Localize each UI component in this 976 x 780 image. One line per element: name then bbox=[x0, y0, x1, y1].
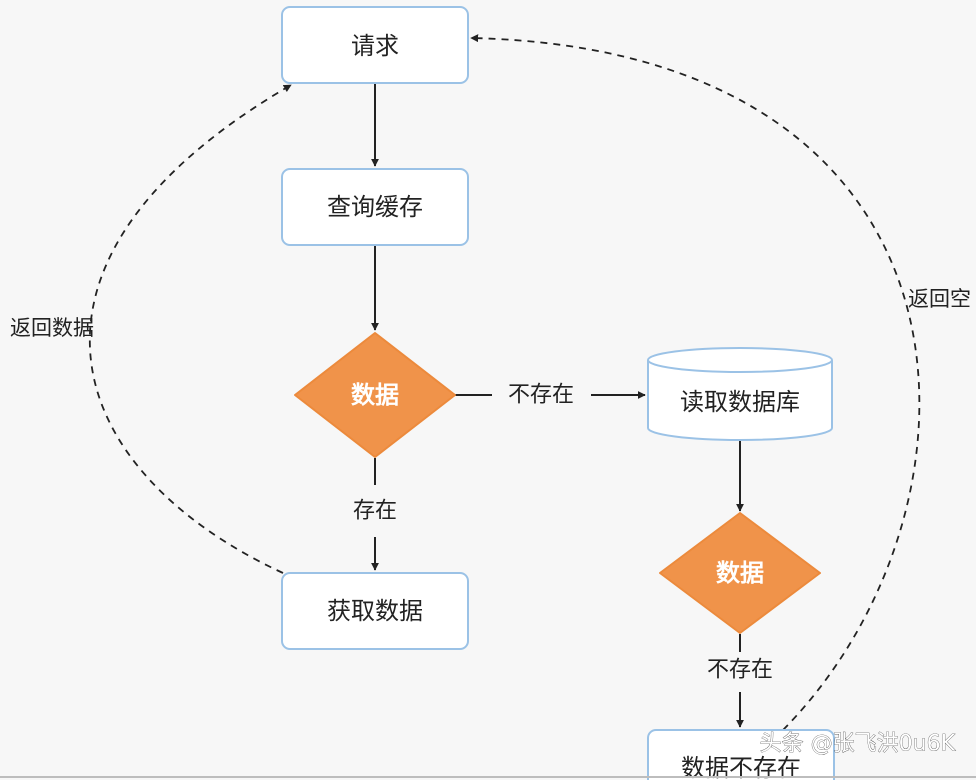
node-request-label: 请求 bbox=[351, 32, 399, 60]
edge-label-db-miss: 不存在 bbox=[707, 658, 773, 683]
node-query-cache[interactable]: 查询缓存 bbox=[281, 168, 469, 246]
edge-return-empty bbox=[470, 34, 921, 731]
node-data-not-exist[interactable]: 数据不存在 bbox=[647, 729, 835, 780]
edge-label-return-empty: 返回空 bbox=[908, 287, 971, 311]
decision-cache[interactable]: 数据 bbox=[294, 332, 456, 458]
edge-label-cache-hit: 存在 bbox=[353, 499, 397, 524]
edge-label-return-data: 返回数据 bbox=[10, 316, 94, 340]
node-data-not-exist-label: 数据不存在 bbox=[681, 754, 801, 780]
edge-label-cache-miss: 不存在 bbox=[508, 383, 574, 408]
decision-db[interactable]: 数据 bbox=[659, 512, 821, 634]
decision-db-label: 数据 bbox=[716, 559, 764, 587]
node-read-db-label: 读取数据库 bbox=[680, 388, 800, 416]
watermark: 头条 @张飞洪0u6K bbox=[760, 732, 956, 757]
node-read-db[interactable]: 读取数据库 bbox=[647, 347, 833, 441]
node-get-data[interactable]: 获取数据 bbox=[281, 572, 469, 650]
node-request[interactable]: 请求 bbox=[281, 6, 469, 84]
edge-return-data bbox=[89, 84, 292, 574]
node-get-data-label: 获取数据 bbox=[327, 597, 423, 625]
decision-cache-label: 数据 bbox=[351, 381, 399, 409]
node-query-cache-label: 查询缓存 bbox=[327, 193, 423, 221]
